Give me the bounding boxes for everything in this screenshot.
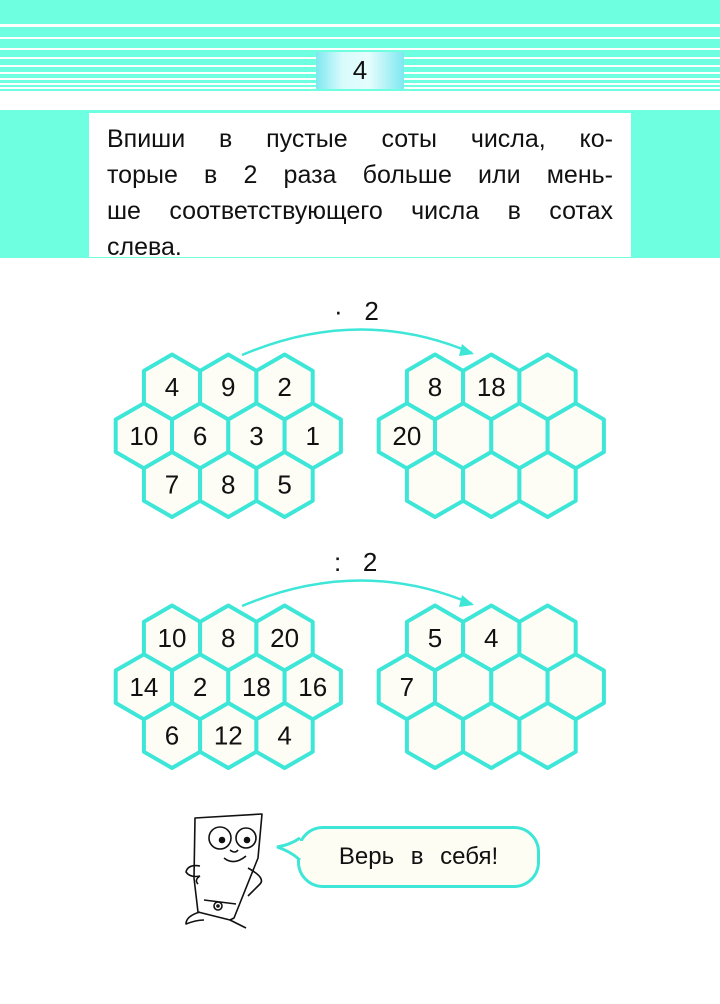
speech-bubble-text: Верь в себя! [338, 843, 499, 870]
cell-number: 9 [221, 372, 235, 402]
task-line: ше соответствующего числа в сотах [107, 197, 613, 225]
cell-number: 4 [165, 372, 179, 402]
task-instructions: Впиши в пустые соты числа, ко- торые в 2… [89, 113, 631, 261]
cell-number: 2 [277, 372, 291, 402]
operand: 2 [364, 296, 379, 326]
speech-bubble: Верь в себя! [297, 826, 540, 888]
empty-honeycomb-cell[interactable] [404, 701, 466, 770]
empty-honeycomb-cell[interactable] [517, 701, 578, 770]
cell-number: 10 [129, 421, 158, 451]
cell-number: 7 [165, 470, 179, 500]
cell-number: 16 [298, 672, 327, 702]
empty-honeycomb-cell[interactable] [404, 450, 466, 519]
cell-number: 12 [214, 721, 243, 751]
cell-number: 7 [400, 672, 414, 702]
task-line: торые в 2 раза больше или мень- [107, 161, 613, 189]
mascot-character-icon [185, 813, 263, 929]
cell-number: 1 [305, 421, 319, 451]
cell-number: 4 [277, 721, 291, 751]
cell-number: 8 [221, 623, 235, 653]
cell-number: 6 [193, 421, 207, 451]
arrow-curve [241, 328, 473, 357]
task-number-badge: 4 [316, 52, 404, 89]
operation-multiply: · 2 [334, 296, 379, 327]
cell-number: 20 [392, 421, 421, 451]
cell-number: 5 [277, 470, 291, 500]
cell-number: 4 [484, 623, 498, 653]
cell-number: 6 [165, 721, 179, 751]
empty-honeycomb-cell[interactable] [517, 450, 578, 519]
task-line: Впиши в пустые соты числа, ко- [107, 125, 613, 153]
cell-number: 3 [249, 421, 263, 451]
task-line: слева. [107, 233, 182, 261]
empty-honeycomb-cell[interactable] [461, 450, 522, 519]
honeycomb-cell [254, 450, 315, 519]
cell-number: 5 [428, 623, 442, 653]
arrow-curve [241, 579, 473, 608]
cell-number: 10 [158, 623, 187, 653]
cell-number: 18 [477, 372, 506, 402]
arrow-head-icon [459, 595, 474, 607]
operation-symbol: · [334, 296, 343, 326]
cell-number: 20 [270, 623, 299, 653]
cell-number: 8 [221, 470, 235, 500]
operand: 2 [362, 547, 378, 577]
empty-honeycomb-cell[interactable] [461, 701, 522, 770]
operation-symbol: : [334, 547, 342, 577]
cell-number: 18 [242, 672, 271, 702]
cell-number: 14 [129, 672, 158, 702]
operation-divide: : 2 [334, 547, 377, 578]
arrow-head-icon [459, 344, 474, 356]
cell-number: 8 [428, 372, 442, 402]
honeycomb-cell [254, 701, 315, 770]
cell-number: 2 [193, 672, 207, 702]
speech-bubble-tail [276, 836, 305, 862]
